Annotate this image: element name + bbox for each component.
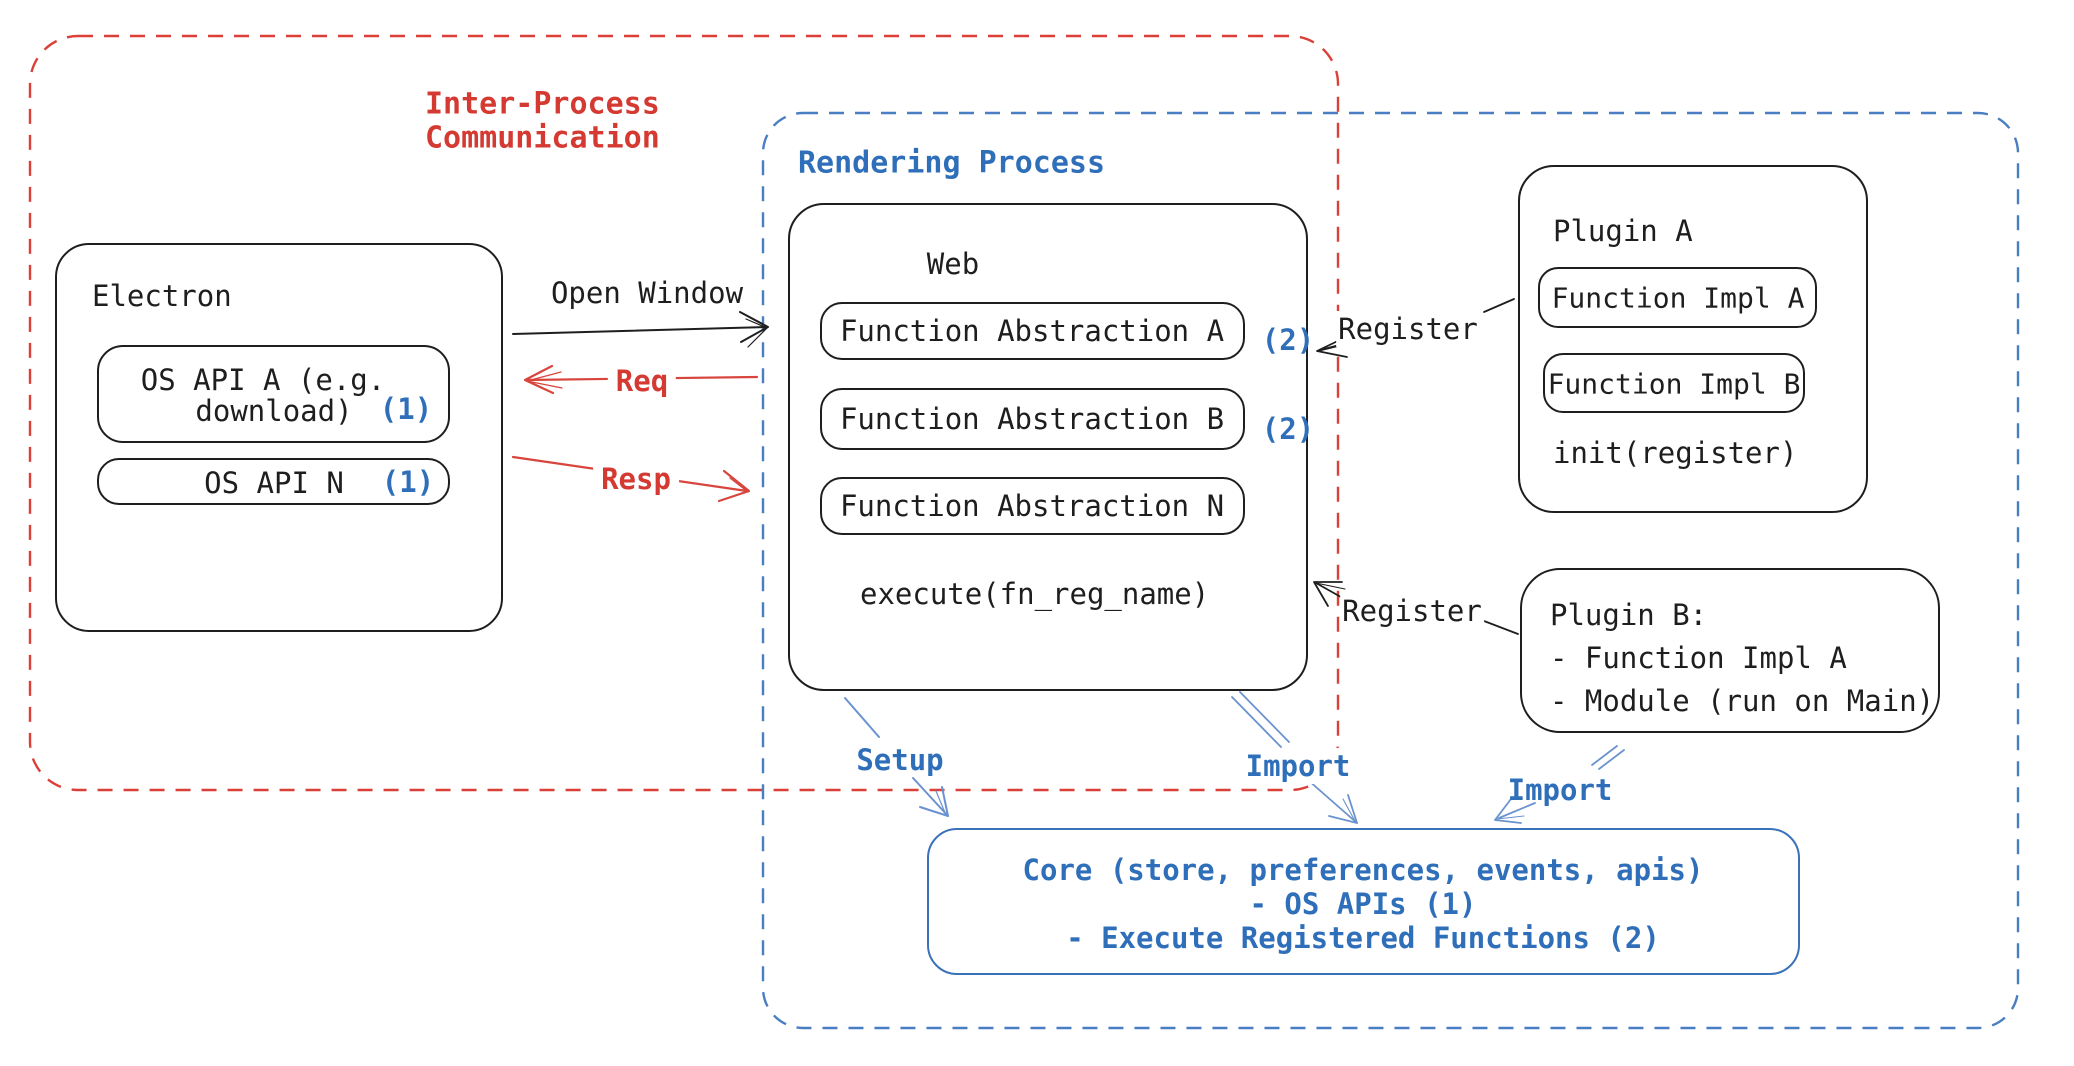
os-api-a-label-line1: OS API A (e.g.: [140, 363, 386, 397]
import-plugin-arrow: [1494, 745, 1625, 824]
function-abstraction-a-box: [820, 302, 1245, 360]
req-label: Req: [607, 363, 677, 399]
function-abstraction-n-label: Function Abstraction N: [839, 489, 1225, 523]
plugin-a-title: Plugin A: [1553, 214, 1693, 248]
open-window-label: Open Window: [550, 276, 744, 310]
register-top-label: Register: [1336, 311, 1480, 347]
function-impl-a-label: Function Impl A: [1551, 281, 1805, 315]
open-window-arrow: [512, 311, 769, 348]
ipc-region-label-line1: Inter-Process: [425, 86, 660, 122]
import-plugin-label: Import: [1507, 773, 1613, 807]
rendering-region-label: Rendering Process: [798, 145, 1106, 181]
os-api-a-label-line2: download): [195, 394, 353, 428]
os-api-n-label: OS API N: [204, 466, 344, 500]
function-abstraction-b-label: Function Abstraction B: [839, 402, 1225, 436]
setup-label: Setup: [856, 743, 944, 777]
register-bottom-label: Register: [1340, 593, 1484, 629]
plugin-a-init-label: init(register): [1553, 436, 1798, 470]
plugin-b-item-2: - Module (run on Main): [1550, 684, 1935, 718]
function-abstraction-n-box: [820, 477, 1245, 535]
plugin-b-title: Plugin B:: [1550, 598, 1708, 632]
ipc-region-border: [28, 34, 1340, 792]
function-impl-b-box: [1543, 353, 1805, 413]
os-api-a-badge: (1): [379, 392, 433, 426]
ipc-region-label-line2: Communication: [425, 120, 660, 156]
os-api-a-box: [97, 345, 450, 443]
setup-arrow: [844, 697, 949, 817]
os-api-n-badge: (1): [381, 465, 435, 499]
function-impl-a-box: [1538, 267, 1817, 328]
function-abstraction-a-label: Function Abstraction A: [839, 314, 1225, 348]
core-label-line1: Core (store, preferences, events, apis): [1022, 853, 1704, 887]
execute-label: execute(fn_reg_name): [860, 577, 1210, 611]
electron-title: Electron: [92, 279, 232, 313]
plugin-b-box: [1520, 568, 1940, 733]
core-box: [927, 828, 1800, 975]
function-abstraction-b-badge: (2): [1261, 412, 1315, 446]
function-abstraction-b-box: [820, 388, 1245, 450]
core-label-line3: - Execute Registered Functions (2): [1066, 921, 1660, 955]
function-impl-b-label: Function Impl B: [1547, 367, 1801, 401]
resp-label: Resp: [593, 461, 679, 497]
plugin-a-box: [1518, 165, 1868, 513]
core-label-line2: - OS APIs (1): [1249, 887, 1477, 921]
web-title: Web: [926, 247, 980, 281]
import-web-label: Import: [1243, 748, 1353, 784]
plugin-b-item-1: - Function Impl A: [1550, 641, 1847, 675]
import-web-arrow: [1231, 691, 1358, 824]
os-api-n-box: [97, 458, 450, 505]
function-abstraction-a-badge: (2): [1261, 323, 1315, 357]
